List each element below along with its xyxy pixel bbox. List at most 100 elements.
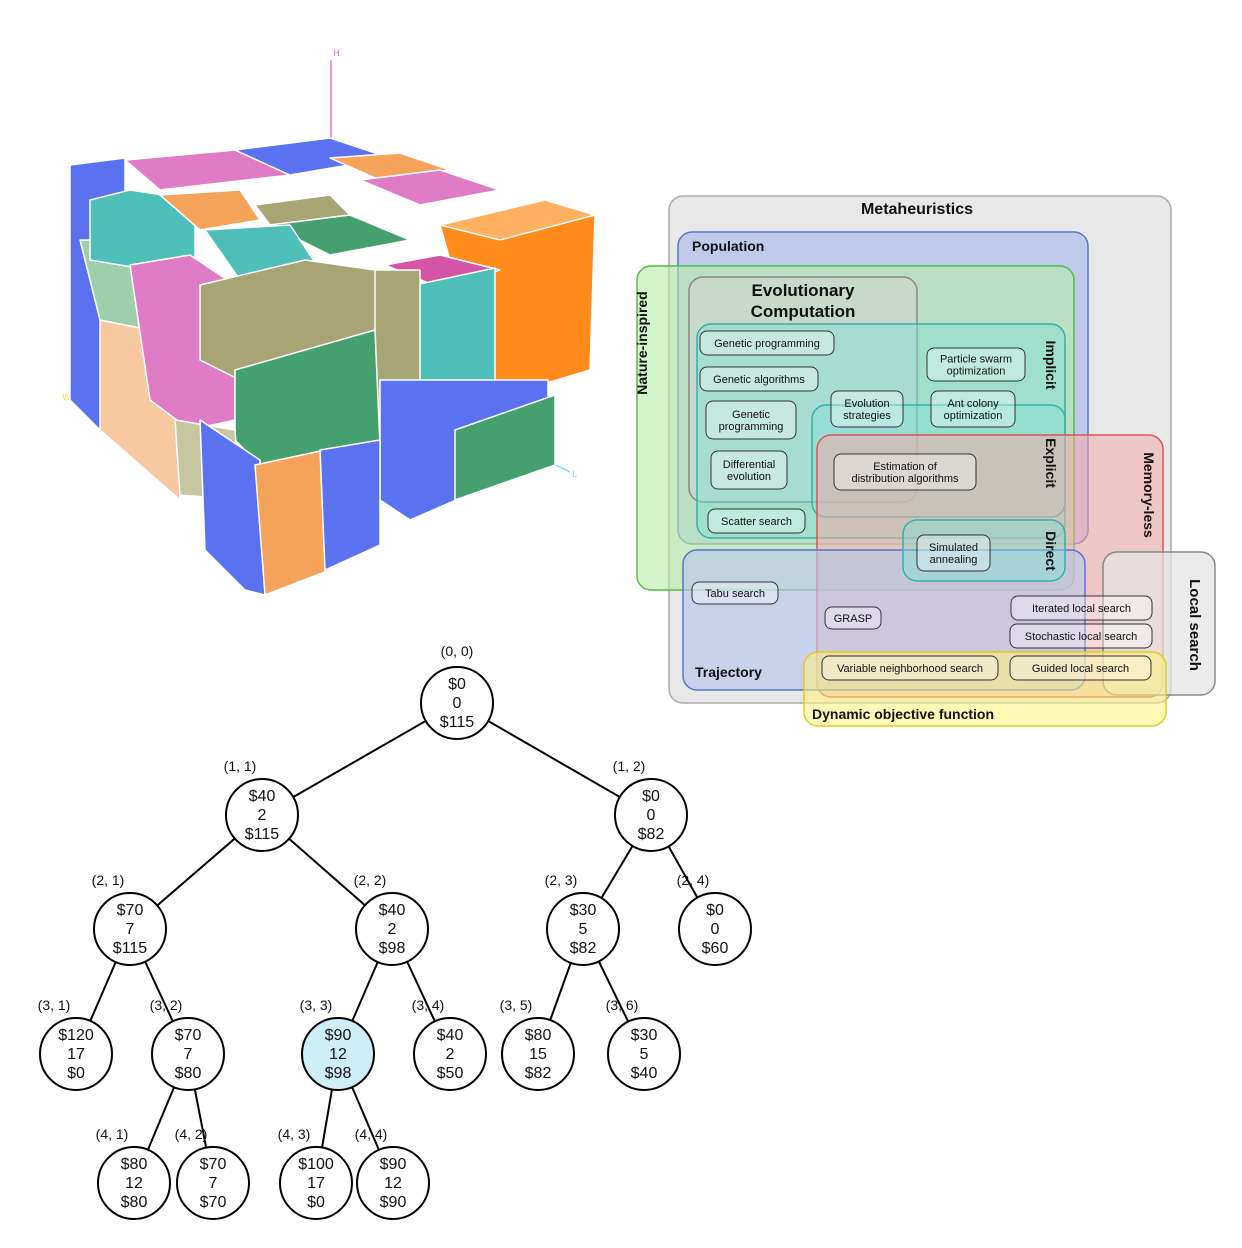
method-scatter-search-text: Scatter search	[721, 516, 792, 528]
tree-node-value: $90	[380, 1194, 407, 1211]
tree-node-value: $80	[525, 1027, 552, 1044]
box-orange-top-mid	[159, 189, 261, 231]
length-axis-label: L	[572, 470, 577, 480]
tree-node-circle	[355, 892, 429, 966]
method-estimation-distribution-text: Estimation of	[873, 461, 938, 473]
tree-node-label: (3, 4)	[412, 997, 445, 1013]
tree-node-value: $50	[437, 1065, 464, 1082]
tree-node-label: (3, 5)	[500, 997, 533, 1013]
tree-node-value: $82	[638, 826, 665, 843]
box-orange-right-top	[439, 199, 596, 241]
tree-node-circle	[176, 1146, 250, 1220]
method-stochastic-local-search-text: Stochastic local search	[1025, 631, 1138, 643]
method-grasp-text: GRASP	[834, 613, 873, 625]
tree-node-1-1: (1, 1)$402$115	[224, 758, 299, 852]
tree-node-value: $40	[249, 788, 276, 805]
tree-node-value: $40	[437, 1027, 464, 1044]
tree-node-circle	[151, 1017, 225, 1091]
method-particle-swarm-text: Particle swarm	[940, 354, 1012, 366]
memory-less-label: Memory-less	[1141, 452, 1157, 538]
tree-node-circle	[413, 1017, 487, 1091]
tree-node-circle	[225, 778, 299, 852]
tree-node-value: $115	[245, 826, 280, 843]
tree-node-value: 12	[384, 1175, 402, 1192]
tree-node-value: $80	[175, 1065, 202, 1082]
tree-node-value: $40	[379, 902, 406, 919]
tree-node-3-2: (3, 2)$707$80	[150, 997, 225, 1091]
tree-node-value: $80	[121, 1156, 148, 1173]
tree-node-value: $82	[570, 940, 597, 957]
tree-node-value: $0	[67, 1065, 85, 1082]
tree-node-label: (3, 2)	[150, 997, 183, 1013]
trajectory-label: Trajectory	[695, 664, 762, 680]
tree-node-label: (4, 4)	[355, 1126, 388, 1142]
tree-node-circle	[546, 892, 620, 966]
tree-node-value: $70	[117, 902, 144, 919]
tree-node-value: $120	[58, 1027, 94, 1044]
tree-node-circle	[501, 1017, 575, 1091]
tree-node-value: 5	[640, 1046, 649, 1063]
method-estimation-distribution-text: distribution algorithms	[852, 473, 959, 485]
method-ant-colony-text: optimization	[944, 410, 1003, 422]
tree-node-value: 12	[125, 1175, 143, 1192]
tree-node-1-2: (1, 2)$00$82	[613, 758, 688, 852]
box-blue-front-left	[199, 419, 266, 596]
method-tabu-search: Tabu search	[691, 581, 779, 605]
tree-node-3-4: (3, 4) $40 2 $50	[412, 997, 487, 1091]
tree-node-4-1: (4, 1) $80 12 $80	[96, 1126, 171, 1220]
tree-node-value: 2	[446, 1046, 455, 1063]
tree-node-value: $30	[570, 902, 597, 919]
tree-node-label: (2, 4)	[677, 872, 710, 888]
tree-node-value: 12	[329, 1046, 347, 1063]
box-green-slab	[454, 394, 556, 501]
method-guided-local-search-text: Guided local search	[1032, 663, 1129, 675]
tree-node-label: (4, 2)	[175, 1126, 208, 1142]
nature-inspired-label: Nature-inspired	[634, 291, 650, 394]
tree-node-value: $40	[631, 1065, 658, 1082]
tree-node-circle	[678, 892, 752, 966]
tree-node-value: 17	[67, 1046, 85, 1063]
tree-node-value: $0	[706, 902, 724, 919]
tree-node-label: (2, 1)	[92, 872, 125, 888]
tree-node-value: $70	[200, 1194, 227, 1211]
tree-node-circle	[279, 1146, 353, 1220]
method-differential-evolution-text: Differential	[723, 459, 775, 471]
method-iterated-local-search-text: Iterated local search	[1032, 603, 1131, 615]
population-label: Population	[692, 238, 764, 254]
tree-node-value: 0	[647, 807, 656, 824]
tree-node-label: (4, 1)	[96, 1126, 129, 1142]
tree-node-value: 0	[453, 695, 462, 712]
tree-node-0-0: (0, 0)$00$115	[420, 643, 494, 740]
tree-node-value: 7	[126, 921, 135, 938]
tree-node-value: $0	[307, 1194, 325, 1211]
method-evolution-strategies-text: Evolution	[844, 398, 889, 410]
tree-node-value: $98	[379, 940, 406, 957]
tree-node-circle	[356, 1146, 430, 1220]
method-particle-swarm-text: optimization	[947, 366, 1006, 378]
method-guided-local-search: Guided local search	[1009, 655, 1152, 681]
direct-label: Direct	[1043, 531, 1059, 571]
tree-node-circle	[607, 1017, 681, 1091]
tree-node-value: 15	[529, 1046, 547, 1063]
method-tabu-search-text: Tabu search	[705, 588, 765, 600]
tree-node-label: (3, 6)	[606, 997, 639, 1013]
tree-node-value: 2	[258, 807, 267, 824]
evolutionary-computation-title-2: Computation	[751, 302, 856, 321]
tree-node-value: $30	[631, 1027, 658, 1044]
tree-node-value: $0	[642, 788, 660, 805]
tree-node-value: $60	[702, 940, 729, 957]
tree-node-label: (2, 3)	[545, 872, 578, 888]
tree-node-value: $98	[325, 1065, 352, 1082]
method-grasp: GRASP	[824, 606, 882, 630]
tree-edge	[456, 702, 652, 816]
box-orange-front	[254, 449, 331, 596]
tree-node-value: $80	[121, 1194, 148, 1211]
tree-node-label: (3, 1)	[38, 997, 71, 1013]
method-vns-text: Variable neighborhood search	[837, 663, 983, 675]
tree-node-value: $82	[525, 1065, 552, 1082]
tree-node-3-5: (3, 5) $80 15 $82	[500, 997, 575, 1091]
